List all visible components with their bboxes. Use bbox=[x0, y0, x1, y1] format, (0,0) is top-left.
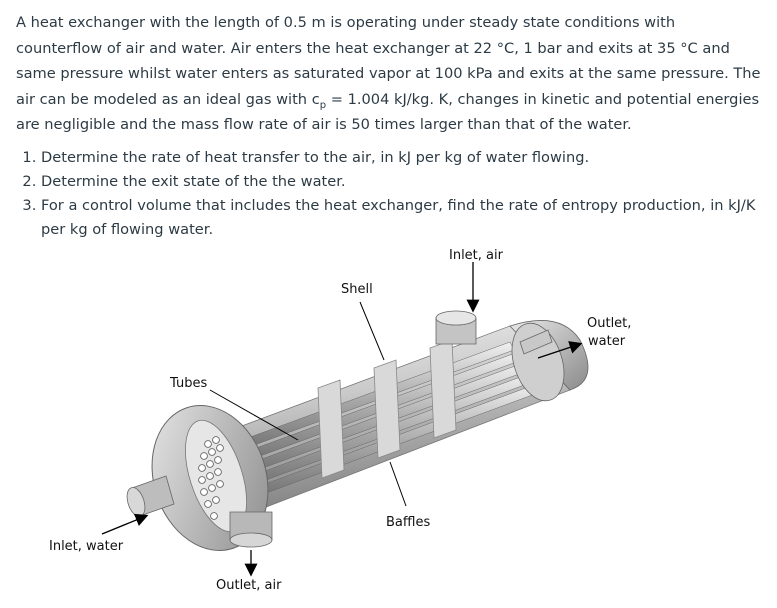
label-tubes: Tubes bbox=[170, 376, 208, 391]
water-inlet-arrow bbox=[101, 513, 149, 535]
label-inlet-water: Inlet, water bbox=[49, 539, 124, 554]
task-item-3: For a control volume that includes the h… bbox=[41, 194, 777, 242]
shell-leader bbox=[359, 301, 385, 361]
heat-exchanger-figure: Inlet, air Shell Outlet, water Tubes Baf… bbox=[40, 240, 740, 602]
air-inlet-nozzle bbox=[435, 310, 477, 345]
water-inlet-nozzle bbox=[126, 475, 175, 517]
water-outlet-nozzle bbox=[519, 329, 553, 355]
label-outlet-air: Outlet, air bbox=[216, 578, 282, 593]
label-inlet-air: Inlet, air bbox=[449, 248, 503, 263]
label-baffles: Baffles bbox=[386, 515, 431, 530]
problem-text-part1: A heat exchanger with the length of 0.5 … bbox=[16, 14, 761, 108]
tube-sheet-holes bbox=[198, 436, 224, 520]
problem-text-part2: = 1.004 kJ/kg. K, changes in kinetic and… bbox=[16, 90, 760, 134]
baffles bbox=[317, 339, 457, 479]
heat-exchanger-diagram bbox=[101, 262, 589, 577]
task-item-1: Determine the rate of heat transfer to t… bbox=[41, 146, 777, 170]
problem-statement: A heat exchanger with the length of 0.5 … bbox=[16, 10, 761, 138]
label-outlet-water-1: Outlet, bbox=[587, 316, 632, 331]
water-outlet-arrow bbox=[537, 341, 583, 359]
cp-subscript: p bbox=[319, 99, 327, 111]
task-list: Determine the rate of heat transfer to t… bbox=[23, 146, 777, 242]
flow-arrows bbox=[101, 262, 583, 577]
tubes-leader bbox=[209, 389, 299, 441]
leader-lines bbox=[209, 301, 407, 507]
label-shell: Shell bbox=[341, 282, 373, 297]
air-outlet-nozzle bbox=[229, 511, 273, 548]
label-outlet-water-2: water bbox=[588, 334, 626, 349]
problem-paragraph: A heat exchanger with the length of 0.5 … bbox=[16, 10, 761, 138]
baffles-leader bbox=[389, 461, 407, 507]
task-item-2: Determine the exit state of the the wate… bbox=[41, 170, 777, 194]
